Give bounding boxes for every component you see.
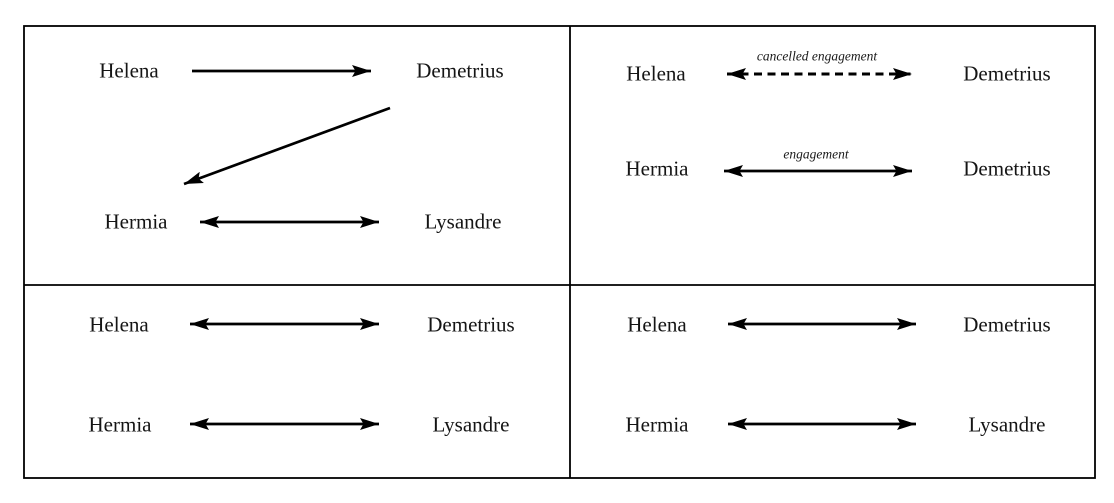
edge-label-cancelled-engagement: cancelled engagement: [756, 48, 878, 64]
node-lysandre-top-left: Lysandre: [424, 209, 502, 234]
edge-label-engagement: engagement: [783, 146, 849, 162]
node-demetrius-top-right-upper: Demetrius: [963, 61, 1051, 86]
node-hermia-top-left: Hermia: [104, 209, 168, 234]
node-hermia-bottom-right: Hermia: [625, 412, 689, 437]
node-helena-bottom-right: Helena: [627, 312, 687, 337]
node-helena-top-right: Helena: [626, 61, 686, 86]
node-hermia-top-right: Hermia: [625, 156, 689, 181]
node-demetrius-top-right-lower: Demetrius: [963, 156, 1051, 181]
outer-border: [23, 25, 1096, 479]
node-hermia-bottom-left: Hermia: [88, 412, 152, 437]
node-demetrius-bottom-left: Demetrius: [427, 312, 515, 337]
arrow-demetrius-to-hermia-diagonal-top-left: [183, 106, 391, 186]
node-demetrius-top-left: Demetrius: [416, 58, 504, 83]
node-lysandre-bottom-right: Lysandre: [968, 412, 1046, 437]
node-helena-top-left: Helena: [99, 58, 159, 83]
node-demetrius-bottom-right: Demetrius: [963, 312, 1051, 337]
node-lysandre-bottom-left: Lysandre: [432, 412, 510, 437]
node-helena-bottom-left: Helena: [89, 312, 149, 337]
